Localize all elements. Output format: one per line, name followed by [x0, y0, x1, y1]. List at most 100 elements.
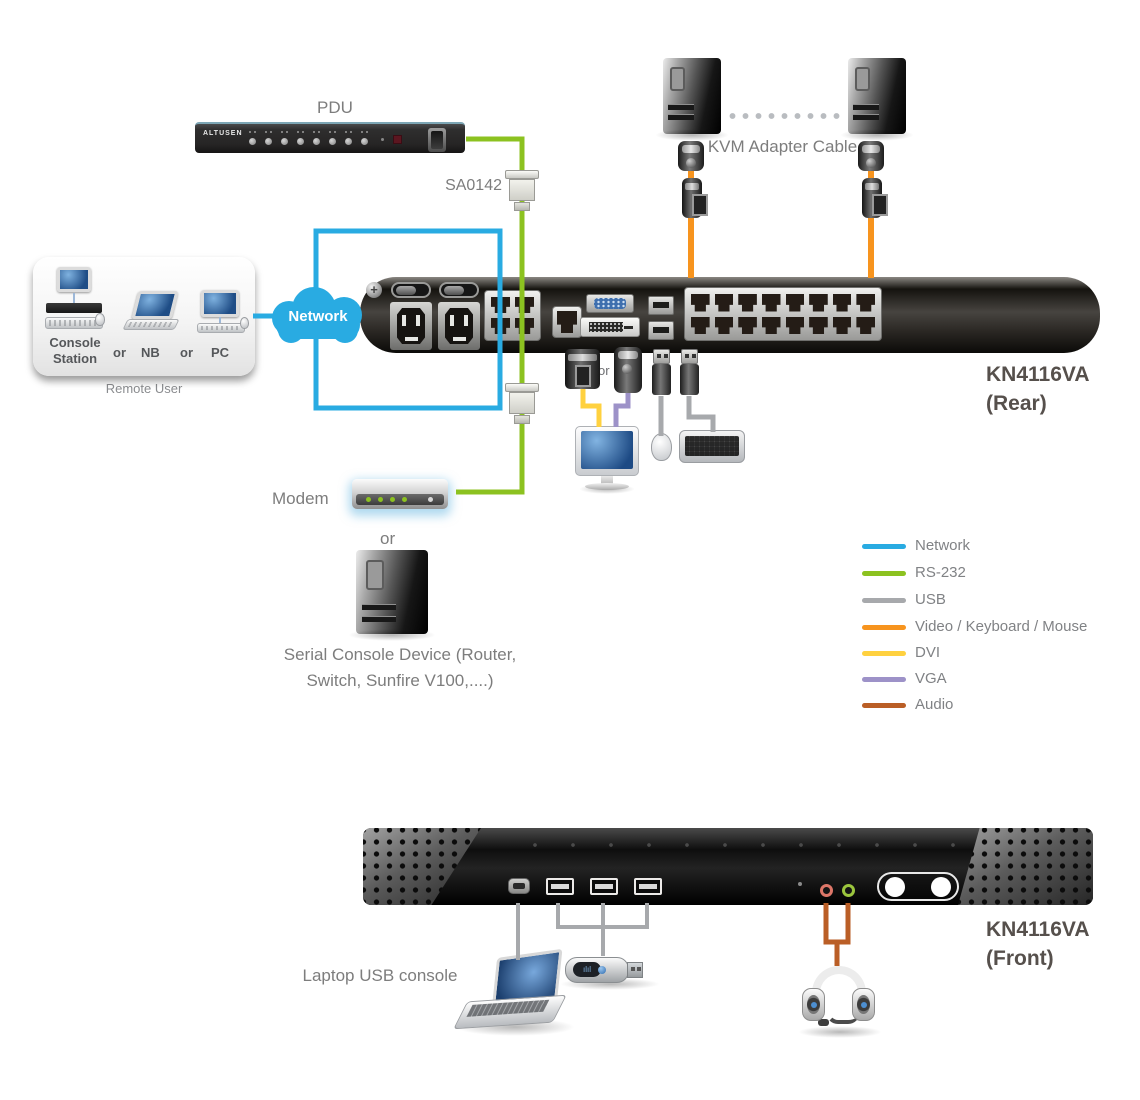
monitor-base-plate: [585, 483, 629, 490]
rear-model-label: KN4116VA (Rear): [986, 360, 1136, 419]
rj45-port: [856, 316, 875, 334]
modem-label: Modem: [272, 489, 329, 508]
pdu-brand: ALTUSEN: [203, 130, 243, 137]
legend-swatch-audio: [862, 703, 906, 708]
usb-keyboard-cable: [686, 396, 716, 432]
front-usb-port-3: [634, 878, 662, 895]
kvm-adapter-dongle-left: [682, 178, 708, 218]
front-right-ear: [958, 828, 1093, 905]
legend-label-network: Network: [915, 537, 971, 554]
vga-port: [586, 294, 634, 313]
power-button-pill: [877, 872, 959, 901]
rj45-port: [738, 294, 757, 312]
rj45-port: [738, 316, 757, 334]
remote-user-box: Console Station or NB or PC: [33, 257, 255, 376]
db9-adapter-bottom: [505, 383, 539, 424]
legend-swatch-usb: [862, 598, 906, 603]
power-rocker-1: [391, 282, 431, 298]
rj45-port: [515, 297, 534, 313]
legend-label-usb: USB: [915, 591, 946, 608]
lan-port-block: [484, 290, 541, 341]
headset-shadow: [798, 1026, 882, 1038]
legend-swatch-vga: [862, 677, 906, 682]
rj45-port: [832, 316, 852, 334]
rj45-port: [714, 316, 734, 334]
front-model-label: KN4116VA (Front): [986, 915, 1136, 974]
pdu-title: PDU: [317, 98, 353, 117]
console-keyboard: [679, 430, 745, 463]
kvm-adapter-dongle-right: [862, 178, 888, 218]
pdu-led: [247, 127, 260, 149]
network-cloud: Network: [270, 287, 366, 345]
pc-stand: [219, 317, 221, 323]
headset-mic-boom: [826, 1012, 860, 1024]
pdu-led: [311, 127, 324, 149]
console-station-label: Console Station: [49, 335, 101, 367]
or-label-2: or: [180, 345, 193, 360]
sa0142-label: SA0142: [445, 177, 502, 194]
usb-port-rear-1: [648, 296, 674, 315]
rj45-port: [491, 297, 510, 313]
front-led-dots: [516, 842, 956, 848]
console-mouse: [651, 433, 672, 461]
rj45-port: [761, 316, 781, 334]
vga-cable: [613, 390, 631, 427]
ground-screw: +: [366, 282, 382, 298]
more-servers-dots: [726, 112, 844, 120]
pdu-led: [359, 127, 372, 149]
legend-swatch-dvi: [862, 651, 906, 656]
db9-adapter-top: [505, 170, 539, 211]
headset-mic: [818, 1019, 829, 1026]
pc-keyboard-icon: [197, 323, 245, 333]
pdu-power-switch: [428, 128, 446, 152]
legend-label-dvi: DVI: [915, 644, 941, 661]
headset-cup-right: [852, 988, 875, 1021]
console-station-monitor-icon: [57, 267, 91, 292]
laptop-usb-console-label: Laptop USB console: [302, 966, 458, 985]
pc-mouse-icon: [240, 317, 249, 329]
server-tower-left: [655, 58, 729, 141]
rj45-port: [761, 294, 781, 312]
front-usb-port-2: [590, 878, 618, 895]
vga-connector: [614, 347, 642, 393]
pdu-button: [393, 135, 402, 144]
usb-port-rear-2: [648, 321, 674, 340]
audio-cable-pair: [823, 903, 851, 945]
front-usb-port-1: [546, 878, 574, 895]
rj45-port: [691, 316, 710, 334]
usb-connector-mouse: [652, 349, 671, 395]
headset-band: [812, 966, 866, 996]
pdu-led: [263, 127, 276, 149]
dvi-connector: [565, 349, 600, 389]
nb-label: NB: [141, 345, 160, 360]
rj45-port: [491, 318, 510, 334]
legend-swatch-vkm: [862, 625, 906, 630]
server-tower-right: [840, 58, 914, 141]
reset-hole: [798, 882, 802, 886]
legend-label-rs232: RS-232: [915, 564, 966, 581]
pc-label: PC: [211, 345, 230, 360]
pdu-led-bank: [247, 127, 372, 149]
mini-usb-port: [508, 878, 530, 894]
rj45-port: [856, 294, 875, 312]
remote-user-caption: Remote User: [105, 381, 183, 396]
power-rocker-2: [439, 282, 479, 298]
usb-connector-keyboard: [680, 349, 699, 395]
pc-monitor-icon: [201, 290, 239, 317]
kvm-adapter-cable-label: KVM Adapter Cable: [707, 137, 858, 156]
power-inlet-2: [438, 302, 480, 350]
pdu-led: [327, 127, 340, 149]
kvm-adapter-head-left: [678, 141, 704, 171]
pdu-led: [295, 127, 308, 149]
rj45-port: [691, 294, 710, 312]
pdu-device: ALTUSEN: [195, 122, 465, 153]
rj45-port: [832, 294, 852, 312]
pdu-led: [343, 127, 356, 149]
modem-or-label: or: [380, 529, 396, 548]
kvm-adapter-head-right: [858, 141, 884, 171]
rj45-port: [785, 294, 805, 312]
legend: Network RS-232 USB Video / Keyboard / Mo…: [862, 537, 1112, 722]
rear-view: (Rear): [986, 392, 1047, 416]
legend-label-audio: Audio: [915, 696, 954, 713]
dvi-port: [580, 317, 640, 337]
